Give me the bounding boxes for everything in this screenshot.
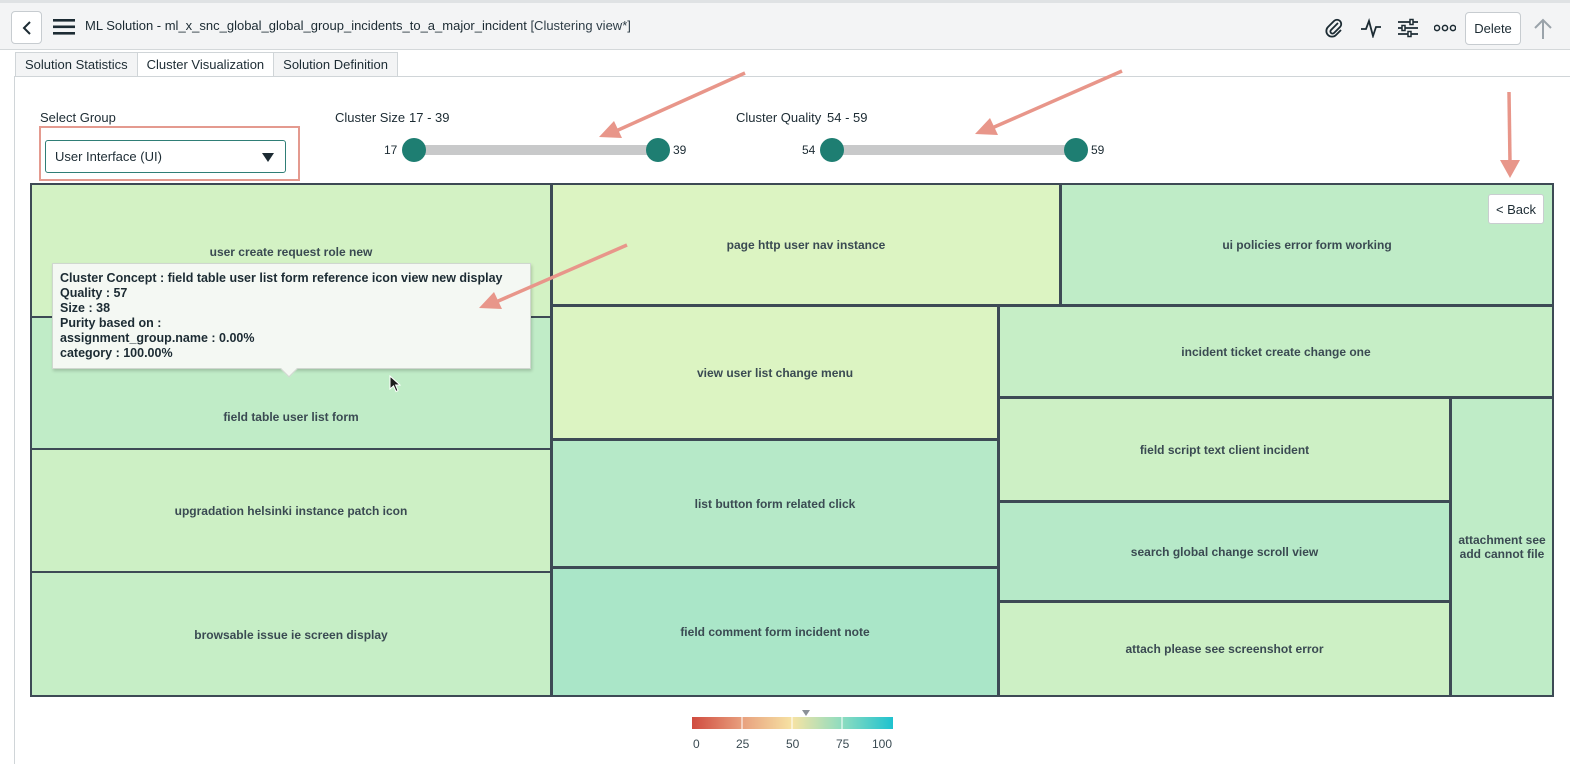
tab-cluster-visualization[interactable]: Cluster Visualization bbox=[136, 52, 275, 77]
cluster-tooltip: Cluster Concept : field table user list … bbox=[52, 263, 531, 378]
menu-icon bbox=[53, 19, 75, 35]
select-group-label: Select Group bbox=[40, 110, 116, 125]
cluster-quality-max-handle[interactable] bbox=[1064, 138, 1088, 162]
cluster-cell[interactable]: browsable issue ie screen display bbox=[32, 573, 550, 695]
more-icon bbox=[1434, 24, 1456, 32]
legend-tick: 0 bbox=[693, 737, 700, 751]
content-left-border bbox=[14, 76, 15, 764]
legend-tick: 25 bbox=[736, 737, 750, 751]
cluster-label: page http user nav instance bbox=[726, 237, 886, 252]
cluster-size-range: 17 - 39 bbox=[409, 110, 450, 125]
menu-button[interactable] bbox=[52, 15, 76, 39]
cluster-quality-min-handle[interactable] bbox=[820, 138, 844, 162]
activity-icon bbox=[1361, 18, 1381, 38]
cluster-quality-min-value: 54 bbox=[802, 143, 816, 157]
sliders-icon bbox=[1398, 18, 1418, 38]
cluster-label: incident ticket create change one bbox=[1181, 344, 1371, 359]
cluster-quality-label: Cluster Quality bbox=[736, 110, 822, 125]
cluster-label: attachment see add cannot file bbox=[1458, 533, 1546, 561]
personalize-button[interactable] bbox=[1397, 17, 1419, 39]
legend-tick: 75 bbox=[836, 737, 850, 751]
cluster-cell[interactable]: attachment see add cannot file bbox=[1452, 399, 1552, 695]
page-title-main: ML Solution - ml_x_snc_global_global_gro… bbox=[85, 18, 527, 33]
tooltip-concept: Cluster Concept : field table user list … bbox=[60, 271, 503, 285]
tab-bar: Solution Statistics Cluster Visualizatio… bbox=[15, 52, 398, 77]
page-title-view: [Clustering view*] bbox=[530, 18, 631, 33]
legend-tick: 50 bbox=[786, 737, 800, 751]
cluster-label: search global change scroll view bbox=[1130, 544, 1319, 559]
up-arrow-icon bbox=[1534, 18, 1552, 39]
activity-button[interactable] bbox=[1360, 17, 1382, 39]
cluster-cell[interactable]: upgradation helsinki instance patch icon bbox=[32, 450, 550, 571]
cluster-label: attach please see screenshot error bbox=[1125, 642, 1324, 656]
cluster-label: list button form related click bbox=[694, 496, 856, 511]
cluster-size-max-value: 39 bbox=[673, 143, 687, 157]
cluster-quality-range: 54 - 59 bbox=[827, 110, 868, 125]
legend-indicator-icon bbox=[802, 710, 810, 716]
tab-solution-statistics[interactable]: Solution Statistics bbox=[15, 52, 138, 77]
cluster-cell[interactable]: incident ticket create change one bbox=[1000, 307, 1552, 396]
tooltip-quality: Quality : 57 bbox=[60, 286, 128, 300]
cluster-cell[interactable]: attach please see screenshot error bbox=[1000, 603, 1449, 695]
delete-button[interactable]: Delete bbox=[1465, 12, 1521, 45]
select-group-value: User Interface (UI) bbox=[55, 149, 162, 164]
tooltip-purity-heading: Purity based on : bbox=[60, 316, 162, 330]
select-group-dropdown[interactable]: User Interface (UI) bbox=[45, 140, 286, 173]
cluster-cell[interactable]: view user list change menu bbox=[553, 307, 997, 438]
cluster-quality-max-value: 59 bbox=[1091, 143, 1105, 157]
more-options-button[interactable] bbox=[1434, 17, 1456, 39]
cluster-size-slider[interactable] bbox=[413, 145, 659, 155]
cluster-cell[interactable]: search global change scroll view bbox=[1000, 503, 1449, 600]
cluster-cell[interactable]: ui policies error form working bbox=[1062, 185, 1552, 304]
scroll-top-button[interactable] bbox=[1532, 17, 1554, 41]
cluster-label: browsable issue ie screen display bbox=[194, 628, 388, 642]
mouse-cursor-icon bbox=[389, 375, 401, 393]
tooltip-purity-assignment: assignment_group.name : 0.00% bbox=[60, 331, 255, 345]
form-header: ML Solution - ml_x_snc_global_global_gro… bbox=[0, 0, 1570, 50]
cluster-label: upgradation helsinki instance patch icon bbox=[174, 503, 408, 518]
attachment-button[interactable] bbox=[1323, 17, 1345, 39]
cluster-size-min-handle[interactable] bbox=[402, 138, 426, 162]
cluster-label: view user list change menu bbox=[696, 365, 854, 380]
cluster-label: field table user list form bbox=[223, 410, 359, 424]
quality-color-legend bbox=[692, 717, 893, 729]
tab-solution-definition[interactable]: Solution Definition bbox=[273, 52, 398, 77]
page-title: ML Solution - ml_x_snc_global_global_gro… bbox=[85, 18, 631, 33]
tooltip-purity-category: category : 100.00% bbox=[60, 346, 173, 360]
tab-divider bbox=[15, 76, 1570, 77]
cluster-size-max-handle[interactable] bbox=[646, 138, 670, 162]
back-icon bbox=[22, 20, 31, 35]
tooltip-size: Size : 38 bbox=[60, 301, 111, 315]
cluster-label: field comment form incident note bbox=[680, 625, 870, 639]
cluster-label: ui policies error form working bbox=[1222, 237, 1392, 252]
cluster-cell[interactable]: field comment form incident note bbox=[553, 569, 997, 695]
treemap-back-button[interactable]: < Back bbox=[1488, 194, 1544, 224]
cluster-size-min-value: 17 bbox=[384, 143, 398, 157]
cluster-label: user create request role new bbox=[209, 244, 373, 259]
cluster-size-label: Cluster Size bbox=[335, 110, 406, 125]
back-button[interactable] bbox=[11, 11, 42, 44]
legend-tick: 100 bbox=[872, 737, 893, 751]
cluster-quality-slider[interactable] bbox=[831, 145, 1077, 155]
cluster-cell[interactable]: page http user nav instance bbox=[553, 185, 1059, 304]
chevron-down-icon bbox=[262, 153, 274, 162]
select-group-highlight: User Interface (UI) bbox=[39, 126, 300, 181]
attachment-icon bbox=[1325, 18, 1343, 38]
cluster-cell[interactable]: field script text client incident bbox=[1000, 399, 1449, 500]
cluster-cell[interactable]: list button form related click bbox=[553, 441, 997, 566]
cluster-label: field script text client incident bbox=[1139, 442, 1310, 457]
cluster-treemap: user create request role new field table… bbox=[30, 183, 1554, 697]
